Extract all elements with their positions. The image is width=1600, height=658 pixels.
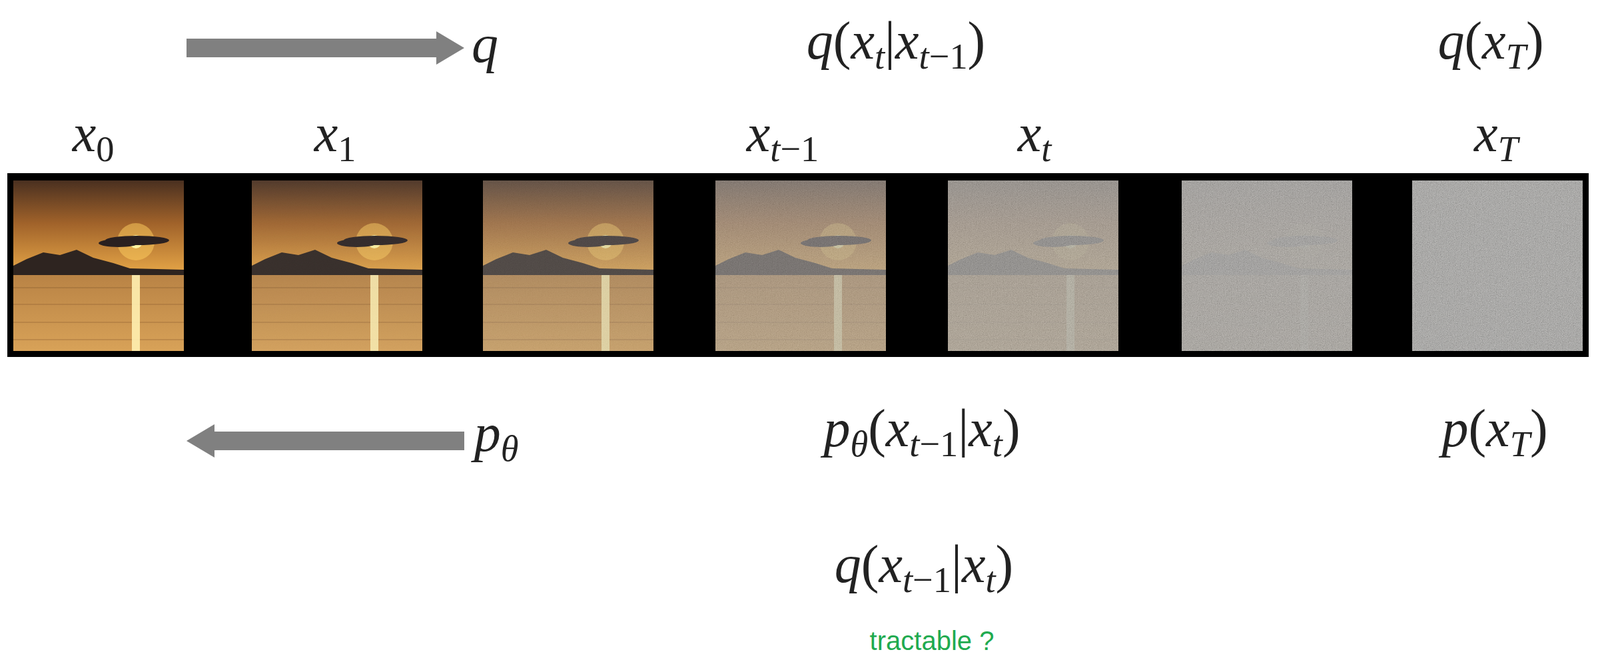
prior-formula: q(xT) [1437, 8, 1544, 80]
image-panel [715, 180, 886, 352]
image-panel [1181, 180, 1353, 352]
image-panel [1412, 180, 1583, 352]
prior-formula: p(xT) [1441, 396, 1548, 467]
image-panel [947, 180, 1119, 352]
forward-formula: q(xt|xt−1) [806, 8, 986, 80]
step-label: xt−1 [746, 101, 820, 172]
image-panel [482, 180, 654, 352]
step-label: xT [1474, 101, 1519, 172]
process-name: q [471, 11, 499, 76]
process-name: pθ [474, 400, 519, 472]
step-label: xt [1017, 101, 1052, 172]
reverse-formula: pθ(xt−1|xt) [823, 396, 1020, 467]
posterior-formula: q(xt−1|xt) [834, 532, 1014, 603]
forward-arrow [186, 31, 465, 65]
step-label: x0 [72, 101, 115, 172]
image-panel [13, 180, 184, 352]
image-panel [251, 180, 423, 352]
image-strip [7, 173, 1589, 358]
note-text: tractable ? [869, 624, 995, 657]
step-label: x1 [314, 101, 357, 172]
reverse-arrow [186, 424, 465, 458]
